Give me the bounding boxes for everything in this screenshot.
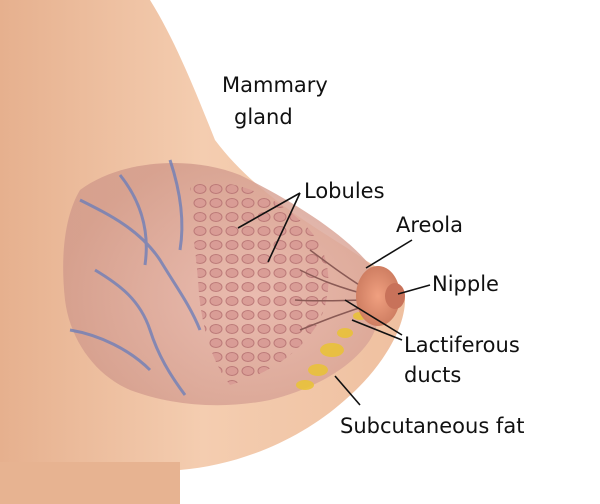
lower-torso [0, 462, 180, 504]
label-lactiferous-line1: Lactiferous [404, 332, 520, 358]
label-lactiferous-line2: ducts [404, 362, 461, 388]
areola-leader [366, 240, 412, 268]
nipple-shape [385, 283, 405, 309]
label-nipple: Nipple [432, 271, 499, 297]
label-lobules: Lobules [304, 178, 385, 204]
label-mammary-gland-line1: Mammary [222, 72, 328, 98]
label-areola: Areola [396, 212, 463, 238]
label-mammary-gland-line2: gland [234, 104, 293, 130]
label-subcutaneous-fat: Subcutaneous fat [340, 413, 524, 439]
